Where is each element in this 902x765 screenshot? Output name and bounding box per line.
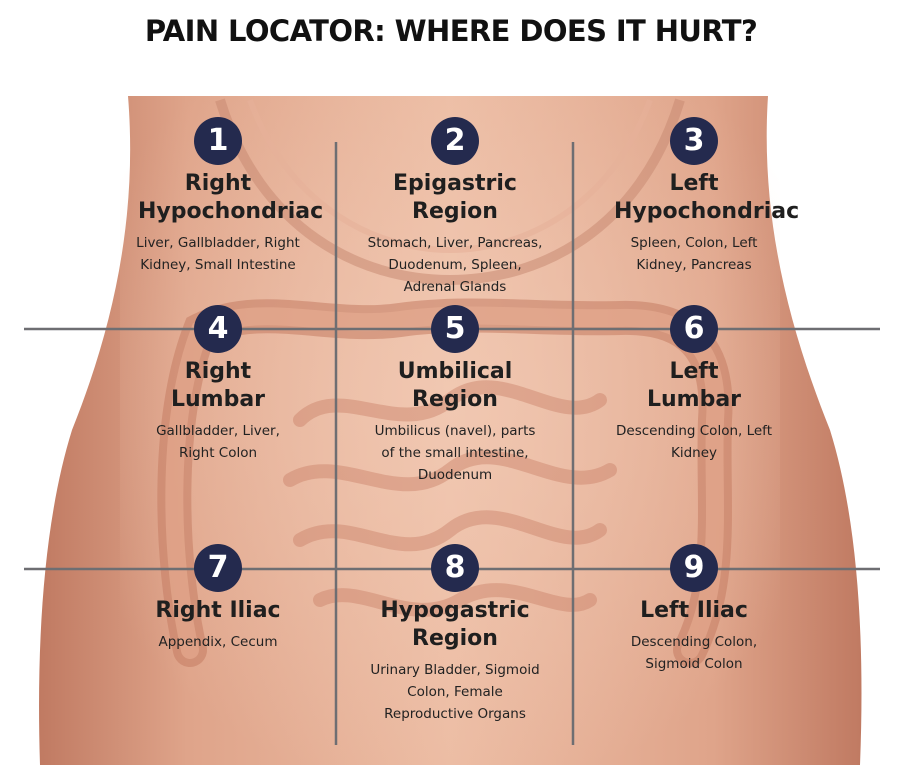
region-organs: Stomach, Liver, Pancreas, Duodenum, Sple… [367, 235, 543, 295]
region-name: Left Iliac [640, 598, 748, 623]
page-title: PAIN LOCATOR: WHERE DOES IT HURT? [144, 14, 758, 48]
region-name: Right Iliac [155, 598, 281, 623]
region-organs: Liver, Gallbladder, Right Kidney, Small … [136, 235, 300, 273]
region-number-badge: 7 [194, 544, 242, 592]
region-left-lumbar: 6 Left Lumbar Descending Colon, Left Kid… [594, 305, 794, 464]
region-right-hypochondriac: 1 Right Hypochondriac Liver, Gallbladder… [118, 117, 324, 276]
region-organs: Urinary Bladder, Sigmoid Colon, Female R… [370, 662, 540, 722]
region-name: Hypogastric Region [380, 598, 530, 651]
region-hypogastric: 8 Hypogastric Region Urinary Bladder, Si… [355, 544, 555, 725]
region-name: Umbilical Region [397, 359, 513, 412]
region-organs: Gallbladder, Liver, Right Colon [156, 423, 280, 461]
region-number-badge: 1 [194, 117, 242, 165]
region-right-lumbar: 4 Right Lumbar Gallbladder, Liver, Right… [118, 305, 318, 464]
region-right-iliac: 7 Right Iliac Appendix, Cecum [118, 544, 318, 653]
region-number-badge: 5 [431, 305, 479, 353]
region-name: Left Lumbar [646, 359, 742, 412]
region-left-hypochondriac: 3 Left Hypochondriac Spleen, Colon, Left… [594, 117, 800, 276]
rib-cage [215, 98, 685, 286]
region-number-badge: 6 [670, 305, 718, 353]
region-epigastric: 2 Epigastric Region Stomach, Liver, Panc… [355, 117, 555, 298]
region-left-iliac: 9 Left Iliac Descending Colon, Sigmoid C… [594, 544, 794, 675]
region-organs: Appendix, Cecum [158, 634, 278, 650]
region-umbilical: 5 Umbilical Region Umbilicus (navel), pa… [355, 305, 555, 486]
region-organs: Spleen, Colon, Left Kidney, Pancreas [630, 235, 758, 273]
small-intestine [283, 380, 617, 617]
region-organs: Descending Colon, Left Kidney [616, 423, 772, 461]
region-number-badge: 2 [431, 117, 479, 165]
region-name: Left Hypochondriac [614, 171, 800, 224]
region-name: Epigastric Region [393, 171, 517, 224]
region-name: Right Hypochondriac [138, 171, 324, 224]
region-name: Right Lumbar [170, 359, 266, 412]
region-organs: Umbilicus (navel), parts of the small in… [374, 423, 536, 483]
region-number-badge: 9 [670, 544, 718, 592]
region-number-badge: 8 [431, 544, 479, 592]
region-number-badge: 3 [670, 117, 718, 165]
region-number-badge: 4 [194, 305, 242, 353]
region-organs: Descending Colon, Sigmoid Colon [630, 634, 758, 672]
